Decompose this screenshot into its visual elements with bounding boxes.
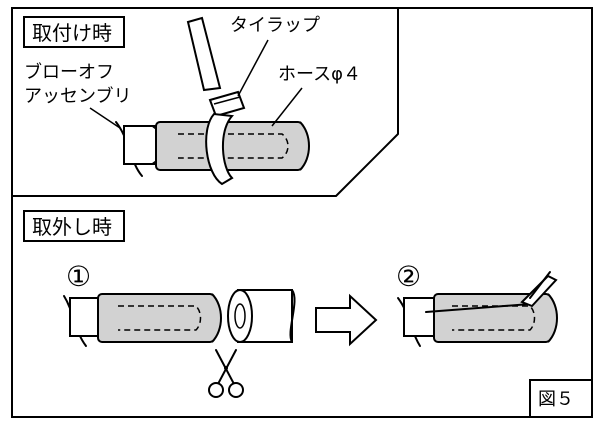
figure-label-box bbox=[529, 379, 593, 418]
bottom-panel: 取外し時 ① ② bbox=[23, 210, 593, 418]
blowoff-label-line1: ブローオフ bbox=[24, 61, 114, 83]
tie-wrap bbox=[186, 16, 246, 186]
top-panel-border bbox=[11, 7, 399, 197]
tie-wrap-leader bbox=[237, 39, 269, 97]
hose-label: ホースφ４ bbox=[278, 64, 361, 85]
bottom-panel-title-box bbox=[23, 210, 125, 242]
step2-hose-split bbox=[425, 271, 558, 343]
figure-label: 図５ bbox=[538, 389, 574, 410]
scissors-icon bbox=[208, 349, 244, 398]
right-arrow-icon bbox=[315, 293, 378, 347]
hose-leader bbox=[271, 87, 303, 127]
outer-frame bbox=[11, 7, 593, 418]
blowoff-leader bbox=[89, 107, 121, 129]
step1-label: ① bbox=[66, 260, 91, 293]
bottom-panel-title: 取外し時 bbox=[32, 215, 112, 239]
top-panel-title: 取付け時 bbox=[32, 21, 112, 45]
blowoff-label-line2: アッセンブリ bbox=[24, 85, 131, 107]
step1-hose-attached bbox=[97, 293, 222, 343]
top-panel: 取付け時 タイラップ bbox=[11, 7, 399, 197]
top-panel-title-box bbox=[23, 16, 125, 48]
tie-wrap-label: タイラップ bbox=[230, 15, 320, 36]
step1-hose-cut-piece bbox=[227, 289, 296, 343]
step2-label: ② bbox=[396, 260, 421, 293]
hose-top bbox=[155, 121, 310, 171]
